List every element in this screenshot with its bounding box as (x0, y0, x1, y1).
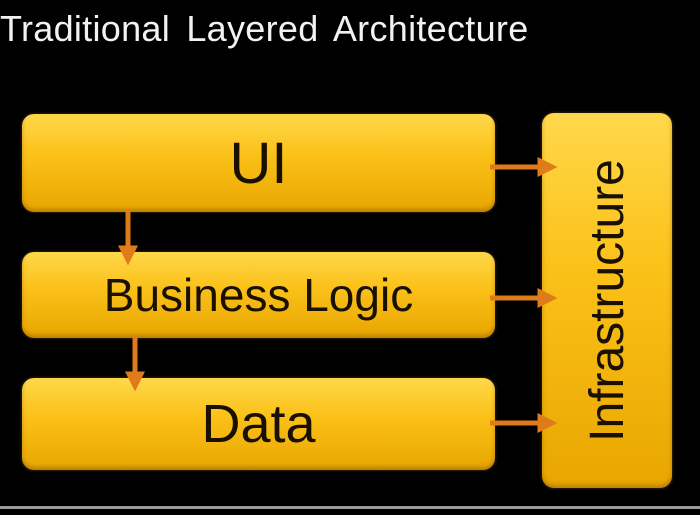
infrastructure-box: Infrastructure (542, 113, 672, 488)
data-layer-label: Data (201, 394, 316, 454)
business-logic-layer-label: Business Logic (103, 269, 414, 321)
diagram-title: Traditional Layered Architecture (0, 8, 529, 49)
bottom-divider (0, 506, 700, 509)
business-logic-layer-box: Business Logic (22, 252, 495, 338)
data-layer-box: Data (22, 378, 495, 470)
ui-layer-box: UI (22, 114, 495, 212)
ui-layer-label: UI (229, 130, 288, 196)
